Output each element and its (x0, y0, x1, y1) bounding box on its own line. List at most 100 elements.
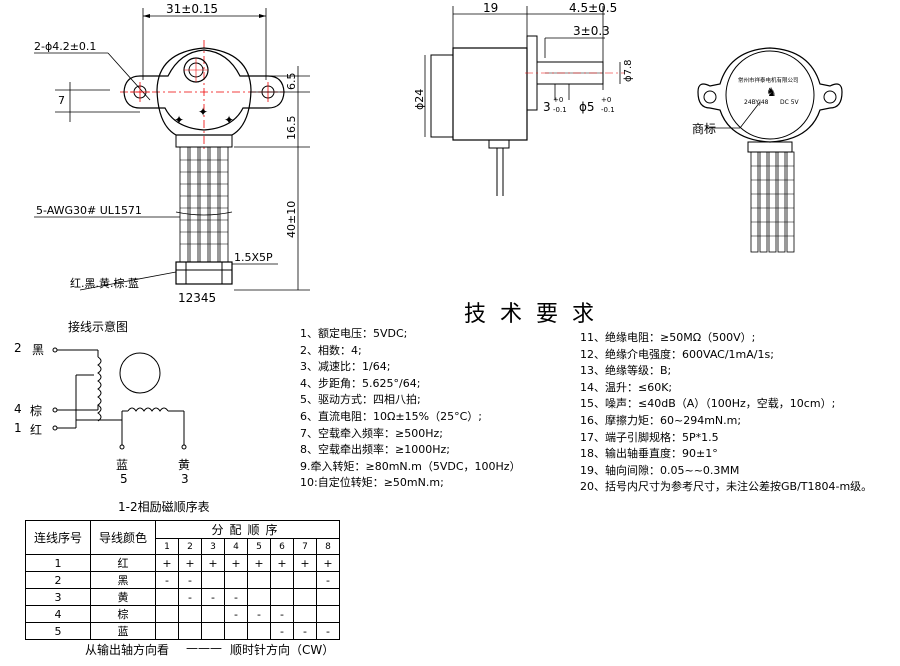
requirement-item: 9.牵入转矩：≥80mN.m（5VDC，100Hz） (300, 459, 521, 473)
requirement-item: 10:自定位转矩：≥50mN.m; (300, 476, 444, 490)
sequence-cell (247, 622, 271, 640)
requirement-item: 5、驱动方式：四相八拍; (300, 393, 421, 407)
sequence-cell (247, 571, 271, 589)
motor-side-view: 19 4.5±0.5 3±0.3 ϕ24 ϕ7.8 3 +0 -0.1 ϕ5 +… (413, 1, 634, 196)
step-number: 6 (270, 538, 294, 555)
row-seq: 4 (25, 605, 91, 623)
sequence-cell (270, 588, 294, 606)
step-number: 1 (155, 538, 179, 555)
table-title: 1-2相励磁顺序表 (118, 500, 210, 514)
sequence-cell: - (270, 605, 294, 623)
dim-shaft-5: ϕ5 (579, 100, 595, 114)
requirement-item: 15、噪声：≤40dB（A）（100Hz，空载，10cm）; (580, 397, 836, 411)
requirements-title: 技术要求 (464, 302, 609, 327)
sequence-cell: - (201, 588, 225, 606)
col-color-header: 导线颜色 (90, 520, 156, 555)
requirement-item: 4、步距角：5.625°/64; (300, 376, 421, 390)
step-number: 8 (316, 538, 340, 555)
wiring-title: 接线示意图 (68, 320, 129, 334)
sequence-cell (178, 622, 202, 640)
wire-brown-label: 棕 (30, 404, 43, 418)
dim-flat-tol-down: -0.1 (553, 106, 567, 114)
requirement-item: 19、轴向间隙：0.05~~0.3MM (580, 463, 740, 477)
wiring-diagram (52, 347, 187, 450)
sequence-cell (155, 605, 179, 623)
row-seq: 1 (25, 554, 91, 572)
brand-label: 常州市祥泰电机有限公司 (738, 76, 799, 84)
sequence-cell (316, 588, 340, 606)
requirement-item: 6、直流电阻：10Ω±15%（25°C）; (300, 409, 482, 423)
dim-flat-tol-up: +0 (553, 96, 563, 104)
sequence-cell: - (316, 571, 340, 589)
step-number: 4 (224, 538, 248, 555)
dim-4-5: 4.5±0.5 (569, 1, 617, 15)
sequence-cell: + (155, 554, 179, 572)
dim-7-8: ϕ7.8 (623, 60, 634, 83)
table-footer-right: 顺时针方向（CW） (230, 643, 335, 657)
dim-16-5: 16.5 (285, 116, 298, 141)
svg-text:✦: ✦ (224, 113, 234, 127)
sequence-cell: - (224, 605, 248, 623)
dim-3: 3±0.3 (573, 24, 610, 38)
sequence-cell: + (201, 554, 225, 572)
step-number: 5 (247, 538, 271, 555)
wire-red-label: 红 (30, 423, 43, 437)
sequence-cell (155, 622, 179, 640)
wire-black-label: 黑 (32, 343, 45, 357)
requirement-item: 7、空载牵入频率：≥500Hz; (300, 426, 443, 440)
sequence-cell (178, 605, 202, 623)
dim-awg: 5-AWG30# UL1571 (36, 204, 142, 217)
sequence-cell (316, 605, 340, 623)
row-color: 红 (90, 554, 156, 572)
wire-brown-num: 4 (14, 402, 22, 416)
row-seq: 2 (25, 571, 91, 589)
sequence-cell (224, 622, 248, 640)
sequence-cell: + (316, 554, 340, 572)
dim-19: 19 (483, 1, 498, 15)
requirement-item: 1、额定电压：5VDC; (300, 327, 408, 340)
sequence-cell: - (178, 588, 202, 606)
row-seq: 3 (25, 588, 91, 606)
sequence-cell: + (178, 554, 202, 572)
sequence-cell (201, 571, 225, 589)
dim-shaft-tol-up: +0 (601, 96, 611, 104)
requirement-item: 12、绝缘介电强度：600VAC/1mA/1s; (580, 347, 774, 361)
wire-yellow-num: 3 (181, 472, 189, 486)
row-color: 黑 (90, 571, 156, 589)
requirements-right-list: 11、绝缘电阻：≥50MΩ（500V）; 12、绝缘介电强度：600VAC/1m… (580, 330, 872, 496)
sequence-cell: - (293, 622, 317, 640)
pin-numbers: 12345 (178, 291, 216, 305)
requirement-item: 16、摩擦力矩：60~294mN.m; (580, 413, 742, 427)
sequence-cell: - (270, 622, 294, 640)
table-footer-left: 从输出轴方向看 (85, 643, 170, 657)
col-dist-header: 分配顺序 (155, 520, 340, 539)
sequence-cell (155, 588, 179, 606)
requirement-item: 17、端子引脚规格：5P*1.5 (580, 430, 719, 444)
sequence-cell (201, 622, 225, 640)
step-number: 7 (293, 538, 317, 555)
sequence-cell: - (178, 571, 202, 589)
svg-text:♞: ♞ (766, 85, 777, 99)
wire-blue-num: 5 (120, 472, 128, 486)
wire-colors-label: 红.黑.黄.棕.蓝 (70, 276, 139, 290)
requirement-item: 20、括号内尺寸为参考尺寸，未注公差按GB/T1804-m级。 (580, 480, 873, 494)
sequence-cell: - (155, 571, 179, 589)
sequence-cell: + (293, 554, 317, 572)
sequence-cell (293, 588, 317, 606)
table-footer-dash: ——— (186, 641, 222, 655)
sequence-cell (224, 571, 248, 589)
row-color: 蓝 (90, 622, 156, 640)
sequence-cell (293, 571, 317, 589)
requirement-item: 14、温升：≤60K; (580, 380, 673, 394)
sequence-cell: + (270, 554, 294, 572)
sequence-cell: - (316, 622, 340, 640)
requirement-item: 13、绝缘等级：B; (580, 364, 672, 378)
dim-6-5: 6.5 (285, 73, 298, 91)
